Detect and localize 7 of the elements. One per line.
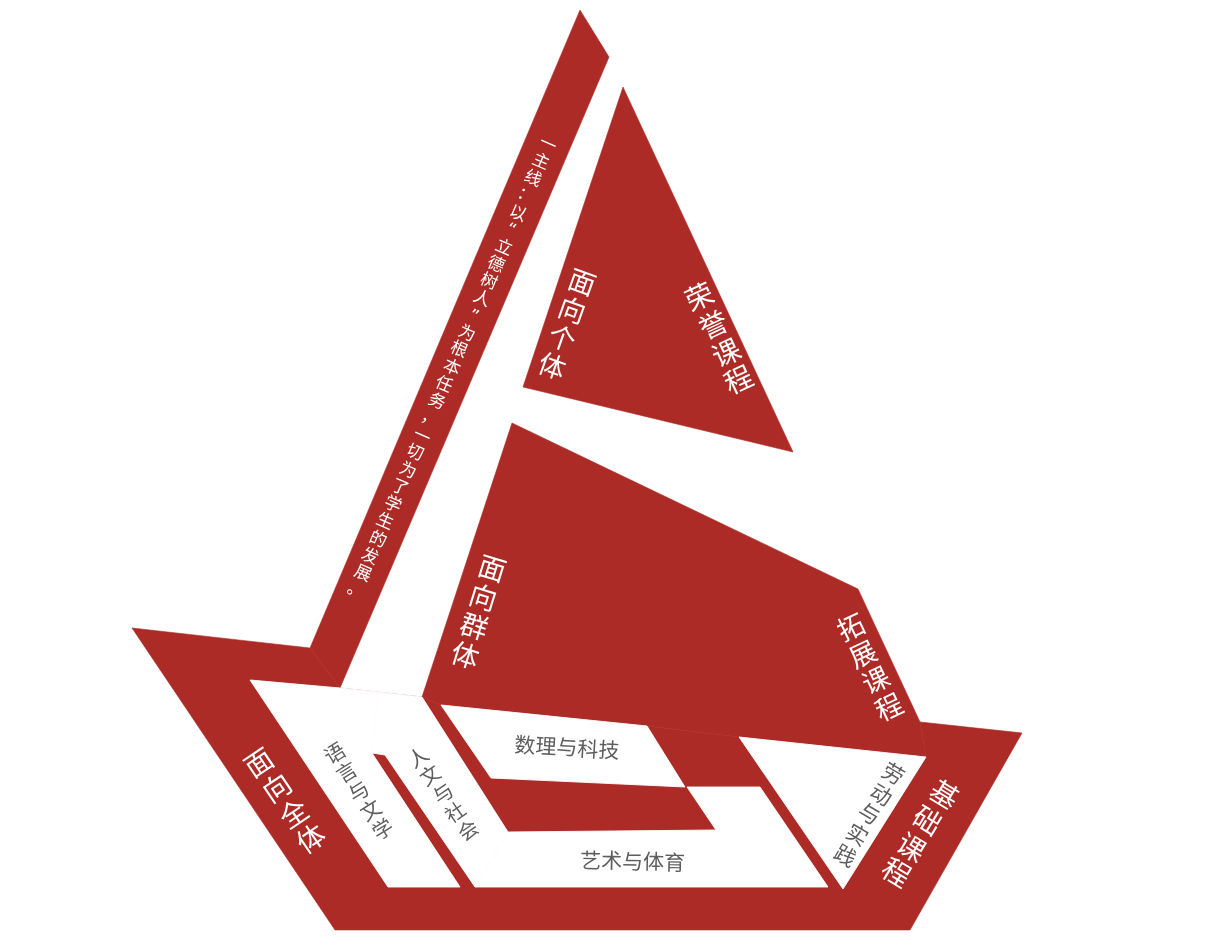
sail-label: 荣誉课程 — [681, 278, 759, 402]
course-label: 艺术与体育 — [579, 848, 686, 876]
sail-label: 面向群体 — [446, 549, 509, 674]
sail-label: 拓展课程 — [832, 608, 908, 728]
course-label: 数理与科技 — [513, 731, 621, 765]
sail-label: 面向个体 — [534, 264, 600, 386]
course-label: 人文与社会 — [403, 742, 483, 845]
